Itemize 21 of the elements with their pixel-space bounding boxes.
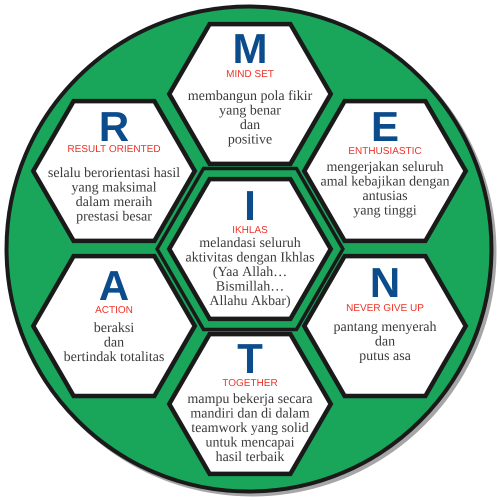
description: selalu berorientasi hasil yang maksimal dalam meraih prestasi besar <box>48 167 180 224</box>
description: melandasi seluruh aktivitas dengan Ikhlas (Yaa Allah… Bismillah… Allahu Akbar) <box>186 237 314 308</box>
initial-letter: N <box>372 268 398 297</box>
description: mampu bekerja secara mandiri dan di dalam teamwork yang solid untuk mencapai hasil terbaik <box>188 393 312 462</box>
heading: RESULT ORIENTED <box>68 145 160 152</box>
heading: NEVER GIVE UP <box>346 304 424 312</box>
initial-letter: A <box>100 271 128 300</box>
description: mengerjakan seluruh amal kebajikan dengan antusias yang tinggi <box>320 161 450 218</box>
heading: ACTION <box>95 306 132 314</box>
description: membangun pola fikir yang benar dan positive <box>188 90 312 146</box>
initial-letter: R <box>102 112 128 141</box>
initial-letter: M <box>235 34 265 63</box>
heading: MIND SET <box>226 70 274 78</box>
description: pantang menyerah dan putus asa <box>334 321 436 363</box>
initial-letter: I <box>246 191 254 220</box>
heading: TOGETHER <box>222 379 278 386</box>
initial-letter: E <box>374 112 398 141</box>
heading: IKHLAS <box>233 226 268 234</box>
heading: ENTHUSIASTIC <box>349 147 422 154</box>
initial-letter: T <box>238 344 262 373</box>
description: beraksi dan bertindak totalitas <box>64 322 164 362</box>
